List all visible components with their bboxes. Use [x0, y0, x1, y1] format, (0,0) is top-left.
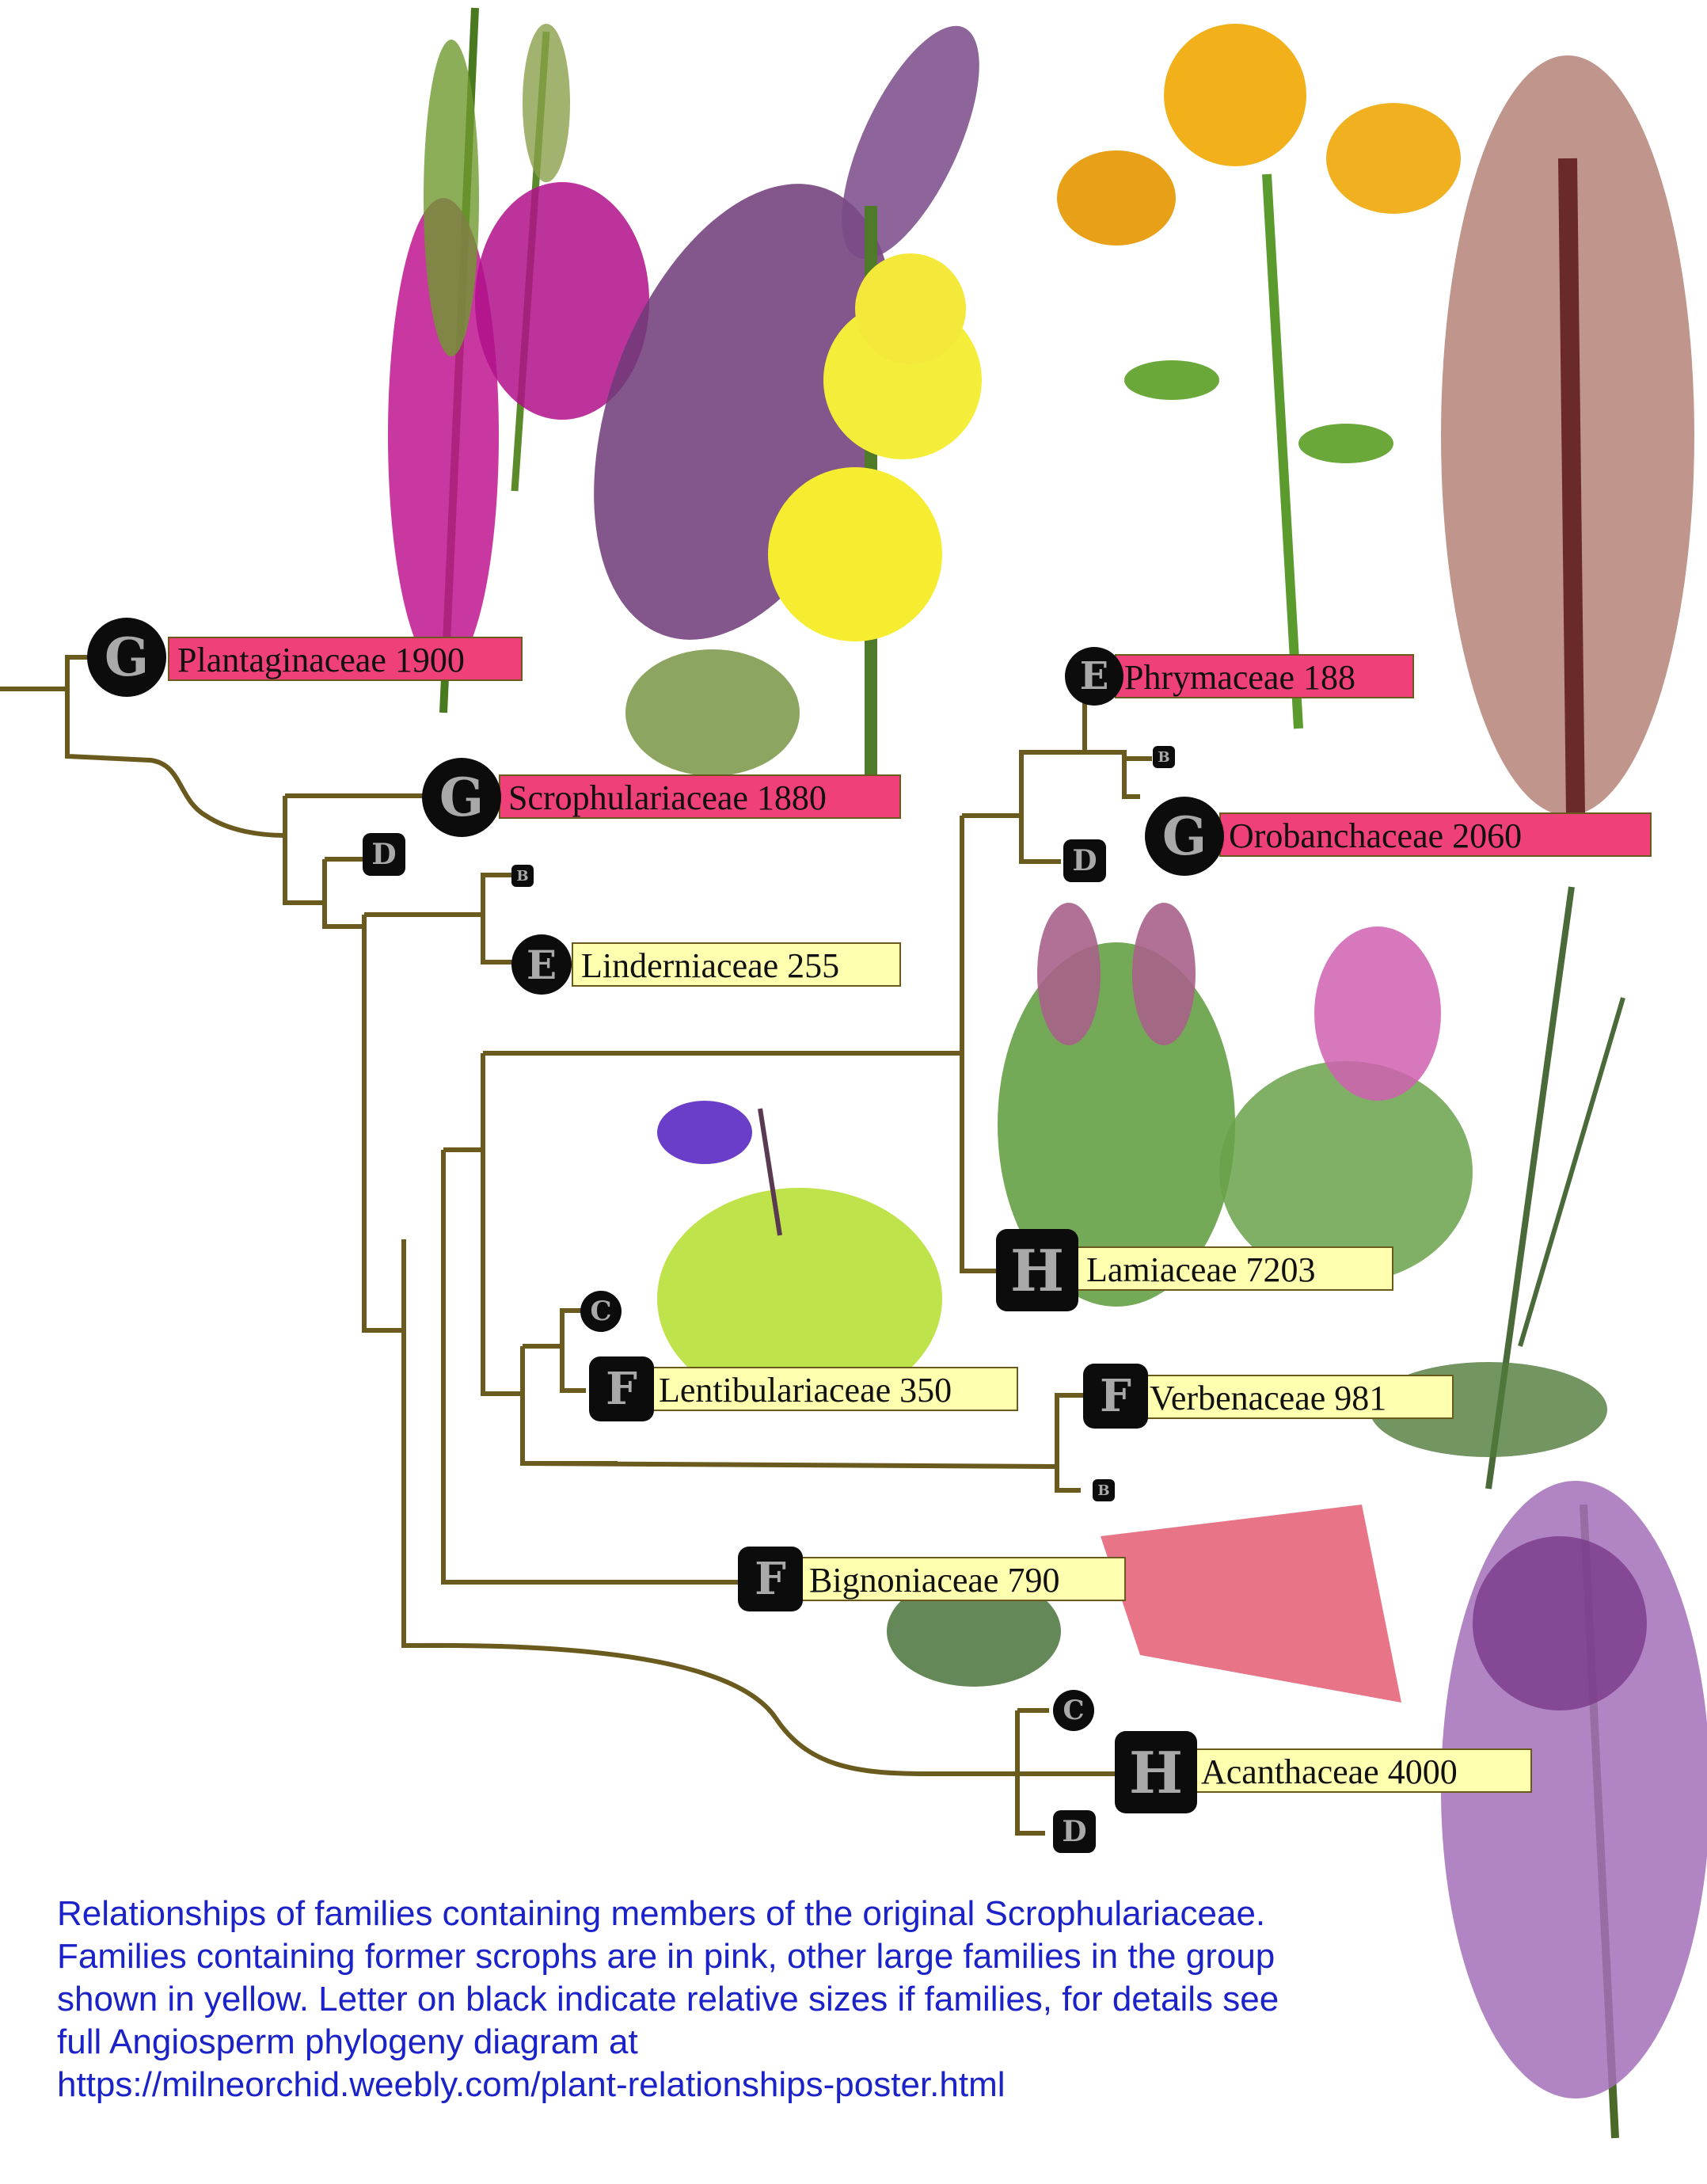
size-badge-orobanchaceae: G [1145, 797, 1224, 876]
family-label-lentibulariaceae: Lentibulariaceae 350 [649, 1367, 1018, 1411]
caption: Relationships of families containing mem… [57, 1893, 1443, 2106]
caption-line: Families containing former scrophs are i… [57, 1937, 1275, 1976]
family-label-linderniaceae: Linderniaceae 255 [572, 942, 901, 987]
size-badge-b-small: B [1153, 746, 1175, 768]
mint-illustration [998, 903, 1235, 1307]
size-badge-verbenaceae: F [1083, 1364, 1148, 1429]
size-badge-lamiaceae: H [996, 1229, 1078, 1311]
bignonia-illustration [887, 1505, 1401, 1703]
size-badge-plantaginaceae: G [87, 618, 166, 697]
snapdragon-illustration [475, 24, 649, 492]
broomrape-illustration [1441, 55, 1694, 816]
size-badge-d-small: D [363, 833, 405, 876]
size-badge-c-small: C [1053, 1690, 1094, 1731]
size-badge-b-small: B [1093, 1479, 1115, 1501]
caption-link[interactable]: https://milneorchid.weebly.com/plant-rel… [57, 2065, 1006, 2104]
size-badge-scrophulariaceae: G [422, 758, 501, 837]
size-badge-lentibulariaceae: F [589, 1356, 654, 1421]
butterwort-illustration [657, 1101, 942, 1410]
size-badge-bignoniaceae: F [738, 1547, 803, 1611]
family-label-scrophulariaceae: Scrophulariaceae 1880 [499, 774, 901, 819]
size-badge-linderniaceae: E [511, 934, 572, 995]
size-badge-d-small: D [1063, 839, 1106, 882]
family-label-acanthaceae: Acanthaceae 4000 [1192, 1748, 1532, 1793]
family-label-lamiaceae: Lamiaceae 7203 [1077, 1246, 1393, 1291]
monkeyflower-illustration [1057, 24, 1461, 729]
size-badge-c-small: C [580, 1291, 622, 1332]
size-badge-phrymaceae: E [1065, 647, 1123, 706]
deadnettle-illustration [1219, 926, 1473, 1283]
caption-line: full Angiosperm phylogeny diagram at [57, 2022, 638, 2061]
caption-line: shown in yellow. Letter on black indicat… [57, 1980, 1279, 2018]
caption-line: Relationships of families containing mem… [57, 1894, 1266, 1933]
family-label-bignoniaceae: Bignoniaceae 790 [800, 1557, 1126, 1601]
family-label-phrymaceae: Phrymaceae 188 [1115, 654, 1414, 698]
family-label-plantaginaceae: Plantaginaceae 1900 [168, 637, 523, 681]
family-label-verbenaceae: Verbenaceae 981 [1140, 1375, 1454, 1419]
acanthus-illustration [1441, 1481, 1707, 2139]
tree-branches [0, 655, 1152, 1836]
foxglove-illustration [388, 7, 499, 713]
size-badge-d-small: D [1053, 1810, 1096, 1853]
family-label-orobanchaceae: Orobanchaceae 2060 [1219, 812, 1652, 857]
size-badge-b-small: B [511, 865, 534, 887]
mullein-illustration [768, 206, 982, 792]
size-badge-acanthaceae: H [1115, 1731, 1197, 1813]
